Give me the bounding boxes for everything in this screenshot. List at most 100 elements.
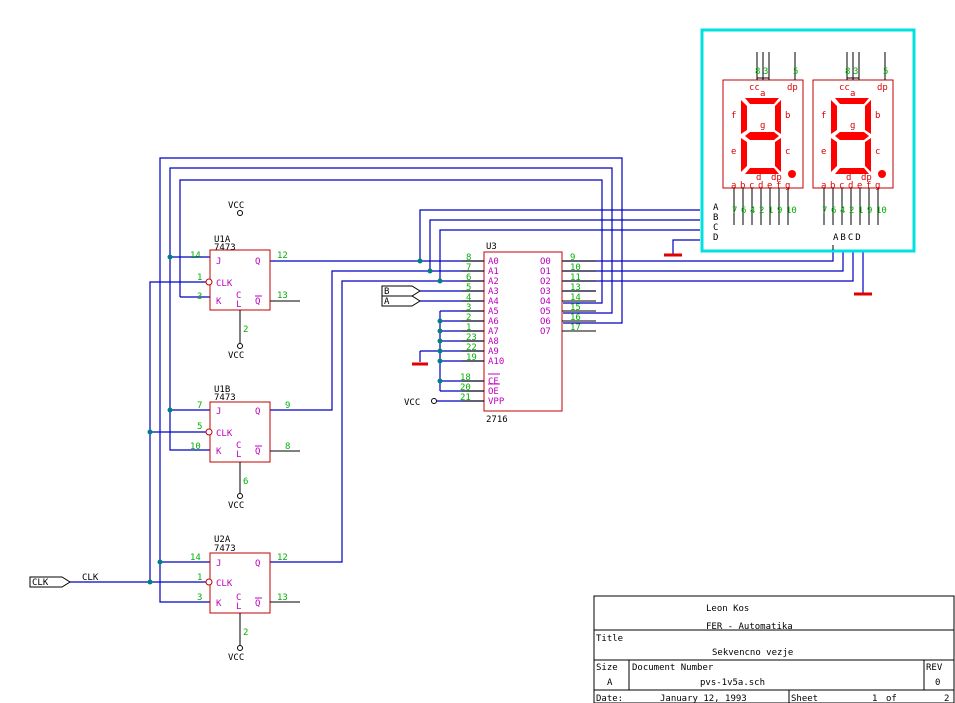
- u3-pin-number: 7: [466, 263, 471, 273]
- svg-text:K: K: [216, 447, 222, 457]
- net-disp-a: [419, 209, 700, 261]
- segment-letter: c: [785, 147, 790, 157]
- u3-pin-number: 23: [466, 333, 477, 343]
- u3-pin-name: A5: [488, 307, 499, 317]
- bottom-pin-letter: g: [785, 181, 790, 191]
- bottom-pin-number: 6: [741, 206, 746, 216]
- u3-pin-number: 21: [460, 393, 471, 403]
- svg-text:6: 6: [243, 477, 248, 487]
- segment-letter: f: [731, 111, 736, 121]
- segment-letter: b: [875, 111, 880, 121]
- pin-8: 8: [845, 67, 850, 77]
- u2a-part: 7473: [214, 544, 236, 554]
- display-frame: [700, 28, 916, 253]
- svg-text:A: A: [384, 297, 390, 307]
- u3-pin-number: 8: [466, 253, 471, 263]
- bottom-pin-letter: d: [758, 181, 763, 191]
- u3-pin-name: O1: [540, 267, 551, 277]
- svg-text:12: 12: [277, 553, 288, 563]
- segment-letter: a: [850, 89, 855, 99]
- bottom-pin-letter: c: [839, 181, 844, 191]
- svg-text:13: 13: [277, 593, 288, 603]
- u3-pin-number: 1: [466, 323, 471, 333]
- u1a-ref: U1A: [214, 235, 231, 245]
- svg-text:Title: Title: [596, 634, 623, 644]
- net-a1: [270, 270, 484, 411]
- u3-pin-number: 3: [466, 303, 471, 313]
- svg-text:VCC: VCC: [228, 501, 244, 511]
- pin-8: 8: [755, 67, 760, 77]
- svg-text:CLK: CLK: [216, 429, 233, 439]
- net-o5-feedback: [169, 167, 613, 314]
- net-disp-b: [429, 219, 700, 271]
- svg-text:Q: Q: [255, 599, 260, 609]
- svg-text:J: J: [216, 257, 221, 267]
- bottom-pin-letter: f: [776, 181, 781, 191]
- u2a-ref: U2A: [214, 535, 231, 545]
- svg-text:10: 10: [190, 442, 201, 452]
- cc-label: cc: [749, 83, 760, 93]
- svg-text:3: 3: [197, 292, 202, 302]
- svg-text:L: L: [236, 602, 241, 612]
- u3-pin-number: 11: [570, 273, 581, 283]
- svg-text:B: B: [384, 287, 389, 297]
- u3-pin-name: A9: [488, 347, 499, 357]
- svg-text:1: 1: [872, 694, 877, 703]
- u3-pin-name: OE: [488, 387, 499, 397]
- tb-author: Leon Kos: [706, 604, 749, 614]
- u3-pin-name: A7: [488, 327, 499, 337]
- svg-text:8: 8: [285, 442, 290, 452]
- svg-text:2: 2: [243, 628, 248, 638]
- svg-text:J: J: [216, 407, 221, 417]
- bottom-pin-letter: a: [731, 181, 736, 191]
- segment-letter: g: [760, 121, 765, 131]
- segment-letter: f: [821, 111, 826, 121]
- dp-letter: dp: [771, 173, 782, 183]
- u3-pin-name: O5: [540, 307, 551, 317]
- svg-text:Q: Q: [255, 407, 260, 417]
- svg-text:Document Number: Document Number: [632, 663, 714, 673]
- segment-c: [865, 138, 871, 172]
- tb-docnum: pvs-1v5a.sch: [700, 678, 765, 688]
- svg-text:Q: Q: [255, 257, 260, 267]
- segment-g: [835, 132, 869, 140]
- bottom-pin-number: 10: [876, 206, 887, 216]
- segment-e: [741, 138, 747, 172]
- u3-pin-name: A3: [488, 287, 499, 297]
- u3-pin-number: 17: [570, 323, 581, 333]
- segment-d: [745, 168, 779, 174]
- u1b-ref: U1B: [214, 385, 230, 395]
- svg-text:Size: Size: [596, 663, 618, 673]
- bottom-pin-number: 1: [768, 206, 773, 216]
- segment-letter: d: [756, 173, 761, 183]
- pin-5: 5: [883, 67, 888, 77]
- svg-text:C: C: [236, 291, 241, 301]
- segment-f: [741, 100, 747, 134]
- svg-text:A: A: [607, 678, 613, 688]
- net-o4-feedback: [179, 179, 603, 304]
- u3-pin-name: O3: [540, 287, 551, 297]
- svg-text:1: 1: [197, 573, 202, 583]
- title-block-text: Leon Kos FER - Automatika Title Sekvencn…: [596, 604, 949, 703]
- u3-pin-number: 10: [570, 263, 581, 273]
- tb-title: Sekvencno vezje: [712, 648, 793, 658]
- segment-dp: [878, 170, 886, 178]
- net-o6-feedback: [159, 157, 623, 562]
- title-block: [593, 595, 955, 703]
- svg-text:VCC: VCC: [228, 201, 244, 211]
- bottom-pin-number: 9: [777, 206, 782, 216]
- pin-3: 3: [763, 67, 768, 77]
- svg-text:C: C: [236, 593, 241, 603]
- u3-pin-number: 19: [466, 353, 477, 363]
- cc-label: cc: [839, 83, 850, 93]
- svg-text:L: L: [236, 450, 241, 460]
- svg-text:of: of: [886, 694, 897, 703]
- bottom-pin-letter: e: [857, 181, 862, 191]
- u3-pin-name: A10: [488, 357, 504, 367]
- u1a-part: 7473: [214, 243, 236, 253]
- svg-text:K: K: [216, 297, 222, 307]
- vpp-vcc: VCC: [404, 398, 437, 408]
- svg-text:C: C: [713, 223, 718, 233]
